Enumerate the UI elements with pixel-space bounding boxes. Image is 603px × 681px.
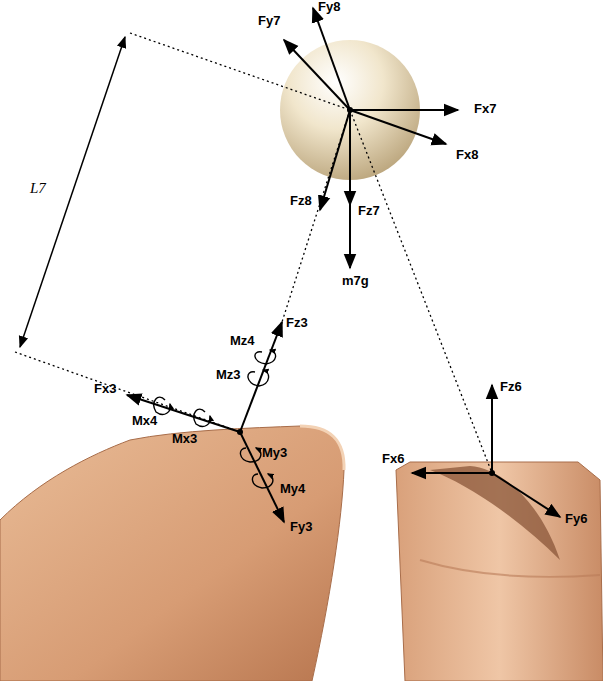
force-label: Fy7 <box>258 14 280 28</box>
force-label: My4 <box>280 482 305 496</box>
force-label: Fx6 <box>382 452 404 466</box>
force-label: Fz6 <box>500 380 522 394</box>
force-label: My3 <box>262 446 287 460</box>
force-label: Fx3 <box>94 382 116 396</box>
force-label: Fy6 <box>565 512 587 526</box>
force-label: Mz4 <box>230 334 255 348</box>
force-label: Mz3 <box>216 368 241 382</box>
force-label: Fy8 <box>318 0 340 14</box>
force-label: Fy3 <box>290 520 312 534</box>
force-label: Fz7 <box>358 204 380 218</box>
force-label: Mx3 <box>172 432 197 446</box>
force-label: m7g <box>342 274 369 288</box>
force-label: L7 <box>30 180 46 197</box>
force-label: Fz8 <box>290 194 312 208</box>
force-label: Fx7 <box>474 102 496 116</box>
force-label: Fx8 <box>456 148 478 162</box>
force-label: Fz3 <box>286 316 308 330</box>
force-label: Mx4 <box>132 414 157 428</box>
